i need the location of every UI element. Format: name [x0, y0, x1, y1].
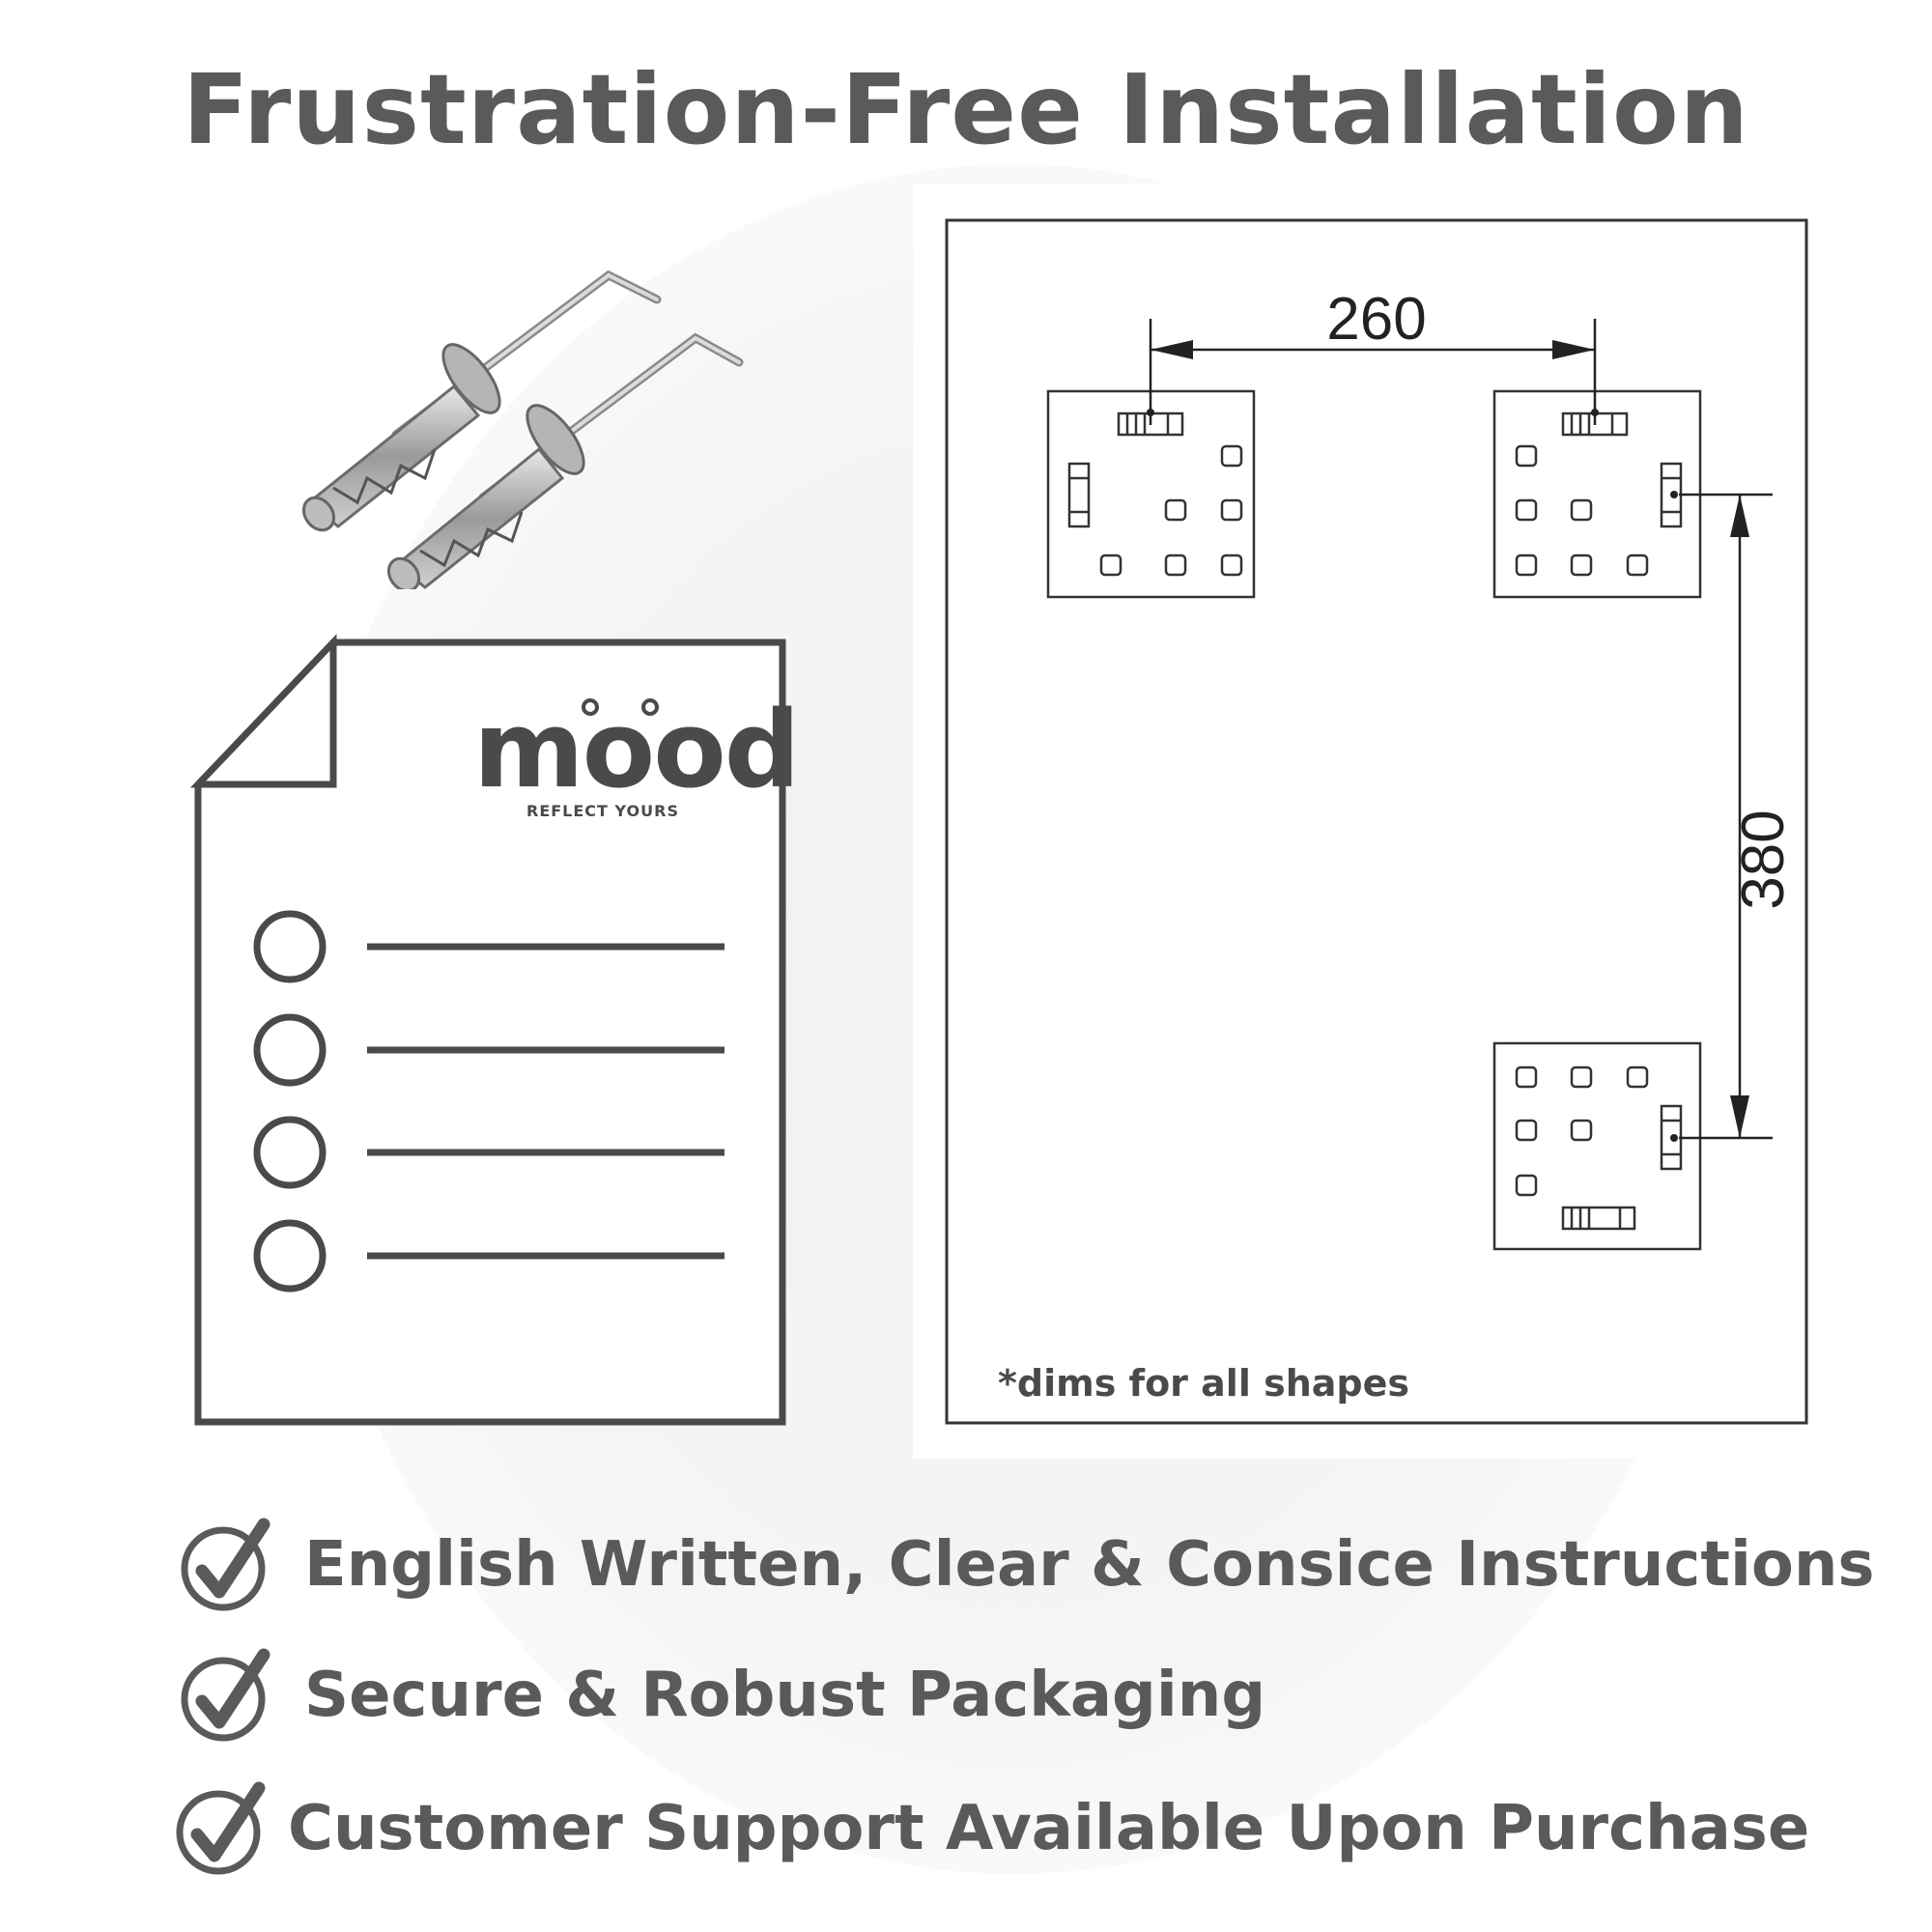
check-circle-icon: [181, 1518, 270, 1611]
wall-anchors-image: [299, 261, 763, 593]
check-circle-icon: [176, 1781, 266, 1875]
dimensions-note: *dims for all shapes: [998, 1362, 1409, 1405]
feature-text: Secure & Robust Packaging: [304, 1660, 1266, 1731]
dimension-line-vertical: [1670, 491, 1773, 1142]
dimension-line-horizontal: [1147, 319, 1599, 425]
feature-item: English Written, Clear & Consice Instruc…: [179, 1512, 1875, 1618]
mounting-bracket: [1492, 389, 1702, 599]
checklist-circle-icon: [253, 1116, 327, 1189]
anchor-screw-icon: [301, 270, 662, 532]
feature-item: Customer Support Available Upon Purchase: [174, 1776, 1809, 1882]
instructions-document: mood REFLECT YOURS: [184, 628, 802, 1439]
dimension-label-380: 380: [1730, 810, 1797, 910]
feature-item: Secure & Robust Packaging: [179, 1642, 1265, 1748]
check-circle-icon: [181, 1648, 270, 1742]
brand-logo: mood: [473, 688, 801, 811]
mounting-bracket: [1492, 1041, 1702, 1251]
feature-text: English Written, Clear & Consice Instruc…: [304, 1529, 1875, 1601]
checklist-circle-icon: [253, 1219, 327, 1293]
dimension-label-260: 260: [1326, 286, 1427, 353]
checklist-circle-icon: [253, 910, 327, 983]
feature-text: Customer Support Available Upon Purchase: [288, 1793, 1810, 1864]
brand-tagline: REFLECT YOURS: [526, 802, 679, 820]
mounting-diagram: 260 380 *dims for all shapes: [913, 184, 1860, 1459]
page-title: Frustration-Free Installation: [183, 53, 1749, 166]
anchor-screw-icon: [386, 332, 744, 593]
checklist-circle-icon: [253, 1013, 327, 1087]
mounting-bracket: [1046, 389, 1256, 599]
